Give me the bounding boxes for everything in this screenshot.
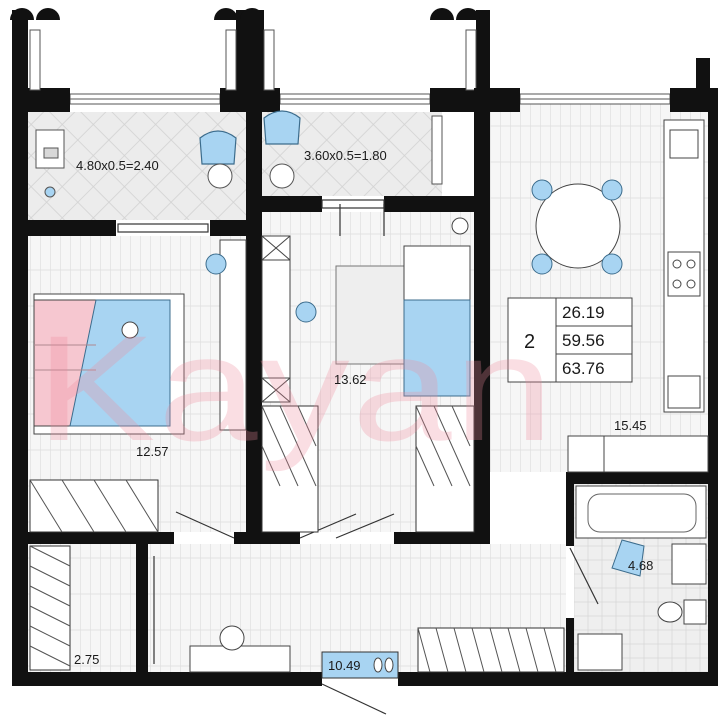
area-labels: 4.80x0.5=2.40 3.60x0.5=1.80 12.57 13.62 …: [74, 148, 653, 673]
armchair-icon: [263, 110, 301, 145]
sink-icon: [669, 129, 699, 159]
balcony-middle-label: 3.60x0.5=1.80: [304, 148, 387, 163]
armchair-icon: [199, 130, 237, 165]
balcony-furniture: [35, 110, 443, 198]
total-with-balconies: 63.76: [562, 359, 605, 378]
bathroom-fixtures: [575, 485, 707, 671]
total-area: 59.56: [562, 331, 605, 350]
hallway-area: 10.49: [328, 658, 361, 673]
doors: [117, 199, 599, 715]
storage-area: 2.75: [74, 652, 99, 667]
watermark: Kayan: [36, 304, 556, 472]
bedroom-middle-area: 13.62: [334, 372, 367, 387]
walls: [10, 8, 718, 686]
stove-icon: [667, 251, 701, 297]
windows: [69, 93, 671, 105]
bedroom-left-furniture: [29, 239, 247, 533]
toilet-icon: [657, 601, 683, 623]
bedroom-left-area: 12.57: [136, 444, 169, 459]
storage-hallway-furniture: [29, 545, 565, 679]
washbasin-icon: [671, 543, 707, 585]
area-summary: 2 26.19 59.56 63.76: [524, 298, 632, 382]
kitchen-furniture: [507, 119, 709, 473]
dining-table-icon: [535, 183, 621, 269]
bathroom-area: 4.68: [628, 558, 653, 573]
bedroom-middle-furniture: [261, 217, 475, 533]
balcony-left-label: 4.80x0.5=2.40: [76, 158, 159, 173]
living-area: 26.19: [562, 303, 605, 322]
room-count: 2: [524, 331, 535, 353]
kitchen-area: 15.45: [614, 418, 647, 433]
